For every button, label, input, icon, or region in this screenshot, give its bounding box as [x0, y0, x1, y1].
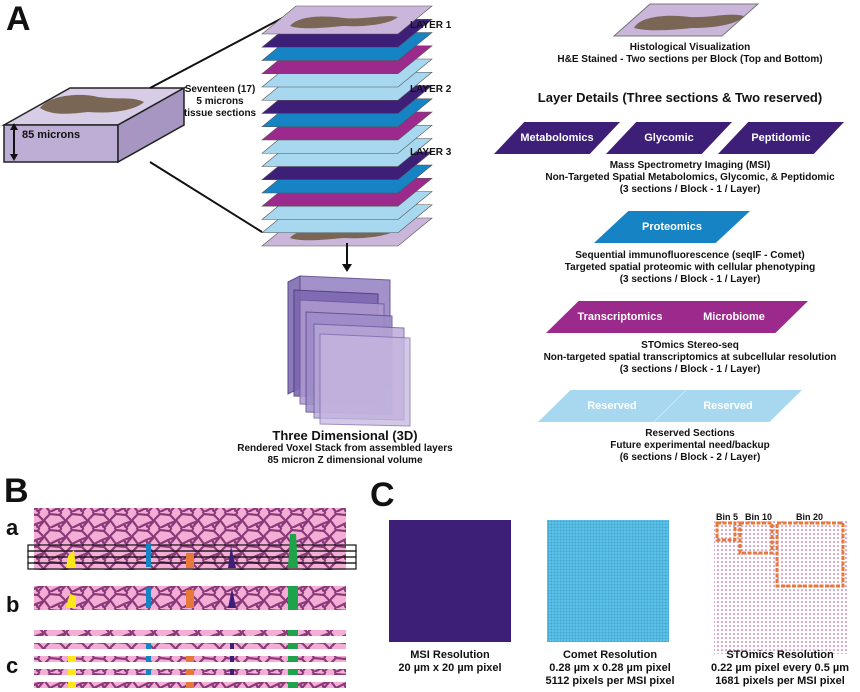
row-a-markers	[66, 534, 298, 568]
comet-resolution-title: Comet Resolution	[562, 649, 658, 661]
reserved-line2: Future experimental need/backup	[610, 440, 770, 451]
comet-line2: Targeted spatial proteomic with cellular…	[564, 262, 816, 273]
reserved-line1: Reserved Sections	[645, 428, 735, 439]
stomics-resolution-title: STOmics Resolution	[726, 649, 834, 661]
row-c-strips	[34, 630, 346, 688]
bin-20-label: Bin 20	[796, 512, 824, 522]
layer-2-label: LAYER 2	[410, 84, 452, 95]
histology-subtitle: H&E Stained - Two sections per Block (To…	[557, 54, 823, 65]
reserved-line3: (6 sections / Block - 2 / Layer)	[619, 452, 761, 463]
msi-resolution-square	[389, 520, 511, 642]
stomics-resolution-line2: 1681 pixels per MSI pixel	[715, 675, 845, 687]
comet-resolution-line1: 0.28 µm x 0.28 µm pixel	[549, 662, 671, 674]
row-b-markers	[66, 586, 298, 610]
layer-1-label: LAYER 1	[410, 20, 452, 31]
block-thickness-label: 85 microns	[22, 129, 81, 141]
bin-5-label: Bin 5	[716, 512, 739, 522]
threeD-line1: Rendered Voxel Stack from assembled laye…	[237, 443, 453, 454]
bin-10-label: Bin 10	[745, 512, 773, 522]
sections-count-label: Seventeen (17) 5 microns tissue sections	[183, 84, 257, 119]
threeD-line2: 85 micron Z dimensional volume	[267, 455, 423, 466]
panel-b-row-b-label: b	[6, 592, 20, 617]
msi-line2: Non-Targeted Spatial Metabolomics, Glyco…	[545, 172, 835, 183]
tissue-block	[1, 86, 187, 164]
msi-line3: (3 sections / Block - 1 / Layer)	[619, 184, 761, 195]
voxel-stack-3d	[287, 275, 411, 427]
stomics-resolution-line1: 0.22 µm pixel every 0.5 µm	[710, 662, 850, 674]
stomics-line3: (3 sections / Block - 1 / Layer)	[619, 364, 761, 375]
msi-resolution-line1: 20 µm x 20 µm pixel	[398, 662, 502, 674]
tissue-shape	[290, 16, 398, 29]
threeD-title: Three Dimensional (3D)	[272, 428, 418, 443]
histology-title: Histological Visualization	[629, 42, 751, 53]
panel-b-row-a-label: a	[6, 515, 19, 540]
panel-b-label: B	[4, 472, 29, 510]
comet-line3: (3 sections / Block - 1 / Layer)	[619, 274, 761, 285]
panel-b-row-c-label: c	[6, 653, 19, 678]
layer-details-heading: Layer Details (Three sections & Two rese…	[537, 90, 823, 105]
panel-a-label: A	[6, 0, 31, 38]
msi-line1: Mass Spectrometry Imaging (MSI)	[609, 160, 771, 171]
layer-3-label: LAYER 3	[410, 147, 452, 158]
section-stack	[261, 5, 433, 247]
stomics-line1: STOmics Stereo-seq	[641, 340, 739, 351]
comet-line1: Sequential immunofluorescence (seqIF - C…	[575, 250, 805, 261]
panel-c-label: C	[370, 476, 395, 514]
comet-resolution-square	[547, 520, 669, 642]
comet-resolution-line2: 5112 pixels per MSI pixel	[545, 675, 675, 687]
msi-resolution-title: MSI Resolution	[410, 649, 490, 661]
stomics-line2: Non-targeted spatial transcriptomics at …	[543, 352, 837, 363]
